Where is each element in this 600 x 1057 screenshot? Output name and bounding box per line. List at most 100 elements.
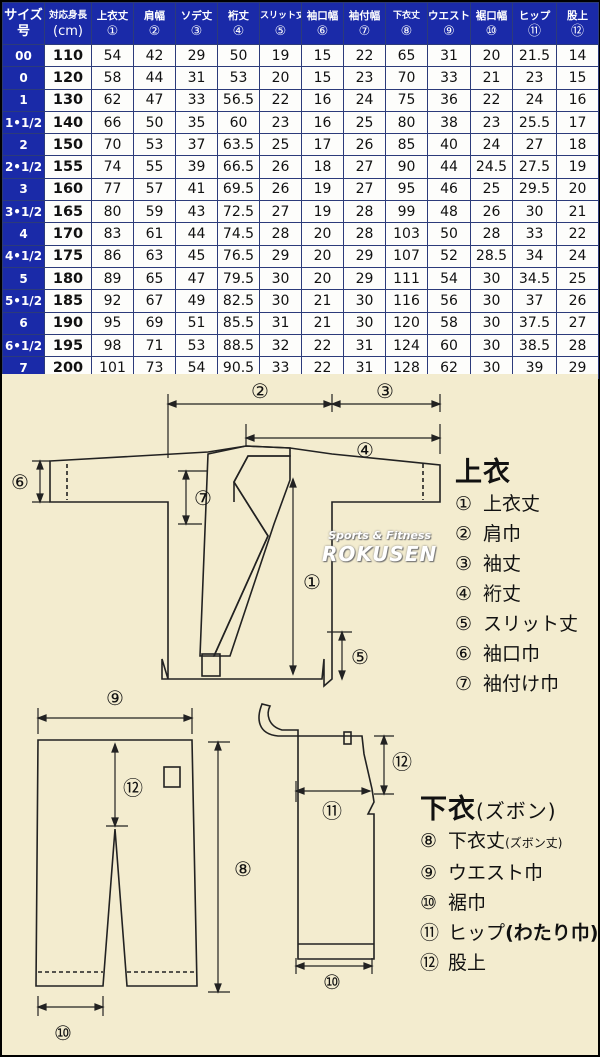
table-cell: 40 [427, 133, 471, 157]
table-cell: 24 [343, 88, 386, 112]
table-cell: 82.5 [217, 289, 260, 313]
table-cell: 22 [259, 88, 302, 112]
table-cell: 175 [44, 244, 92, 268]
table-cell: 52 [427, 244, 471, 268]
pants-side-outline [297, 735, 375, 960]
pants-legend-title: 下衣(ズボン) [420, 794, 557, 825]
table-cell: 50 [427, 222, 471, 246]
table-cell: 120 [44, 66, 92, 90]
table-cell: 54 [175, 356, 218, 380]
table-cell: 21 [301, 311, 344, 335]
legend-item: ⑦ 袖付け巾 [455, 673, 560, 695]
marker-3: ③ [376, 379, 394, 403]
table-cell: 30 [470, 311, 513, 335]
table-cell: 124 [385, 333, 428, 358]
table-cell: 130 [44, 88, 92, 112]
size-cell: 1•1/2 [2, 110, 45, 135]
table-cell: 44 [133, 66, 176, 90]
legend-item: ① 上衣丈 [455, 493, 541, 515]
size-cell: 3•1/2 [2, 200, 45, 224]
table-cell: 155 [44, 155, 92, 179]
table-cell: 27 [343, 177, 386, 202]
table-cell: 20 [470, 43, 513, 68]
table-cell: 42 [133, 43, 176, 68]
table-cell: 25.5 [512, 110, 557, 135]
table-cell: 26 [470, 200, 513, 224]
table-cell: 85.5 [217, 311, 260, 335]
table-cell: 70 [385, 66, 428, 90]
table-cell: 21 [556, 200, 599, 224]
table-cell: 39 [175, 155, 218, 179]
table-cell: 88.5 [217, 333, 260, 358]
table-cell: 43 [175, 200, 218, 224]
column-header-10: ウエスト幅⑨ [427, 2, 471, 45]
table-cell: 180 [44, 266, 92, 291]
size-column-header: サイズ号 [2, 2, 45, 45]
table-cell: 140 [44, 110, 92, 135]
table-cell: 34.5 [512, 266, 557, 291]
table-cell: 30 [470, 266, 513, 291]
table-cell: 30 [470, 356, 513, 380]
table-cell: 25 [259, 133, 302, 157]
table-cell: 31 [175, 66, 218, 90]
table-cell: 61 [133, 222, 176, 246]
table-cell: 22 [556, 222, 599, 246]
table-cell: 30 [512, 200, 557, 224]
marker-6: ⑥ [11, 470, 29, 494]
size-cell: 00 [2, 43, 45, 68]
marker-4: ④ [356, 438, 374, 462]
table-cell: 25 [470, 177, 513, 202]
diagram-panel: ② ③ ④ ⑥ ⑦ ① ⑤ ⑨ ⑫ ⑧ ⑩ ⑪ ⑫ ⑩ Sports & Fit… [2, 374, 598, 1055]
table-cell: 15 [301, 43, 344, 68]
table-cell: 98 [91, 333, 134, 358]
table-cell: 150 [44, 133, 92, 157]
table-cell: 99 [385, 200, 428, 224]
table-cell: 120 [385, 311, 428, 335]
size-cell: 3 [2, 177, 45, 202]
table-cell: 54 [427, 266, 471, 291]
table-cell: 32 [259, 333, 302, 358]
table-cell: 92 [91, 289, 134, 313]
table-cell: 22 [343, 43, 386, 68]
size-cell: 7 [2, 356, 45, 380]
table-cell: 111 [385, 266, 428, 291]
table-cell: 71 [133, 333, 176, 358]
table-cell: 28 [343, 200, 386, 224]
table-cell: 57 [133, 177, 176, 202]
table-cell: 33 [175, 88, 218, 112]
table-cell: 30 [343, 289, 386, 313]
table-cell: 19 [301, 200, 344, 224]
table-cell: 30 [259, 266, 302, 291]
table-cell: 27 [556, 311, 599, 335]
table-cell: 27 [259, 200, 302, 224]
table-cell: 22 [470, 88, 513, 112]
jacket-outline [49, 445, 441, 688]
table-cell: 37 [512, 289, 557, 313]
table-cell: 74 [91, 155, 134, 179]
table-cell: 60 [427, 333, 471, 358]
table-cell: 83 [91, 222, 134, 246]
table-cell: 38.5 [512, 333, 557, 358]
table-cell: 24.5 [470, 155, 513, 179]
table-cell: 23 [512, 66, 557, 90]
table-cell: 128 [385, 356, 428, 380]
table-cell: 69 [133, 311, 176, 335]
belt-knot [201, 653, 221, 677]
table-cell: 29 [343, 244, 386, 268]
table-cell: 107 [385, 244, 428, 268]
table-cell: 30 [343, 311, 386, 335]
table-cell: 27.5 [512, 155, 557, 179]
table-cell: 69.5 [217, 177, 260, 202]
table-cell: 80 [385, 110, 428, 135]
table-cell: 62 [91, 88, 134, 112]
pants-waist-tie [258, 703, 299, 737]
